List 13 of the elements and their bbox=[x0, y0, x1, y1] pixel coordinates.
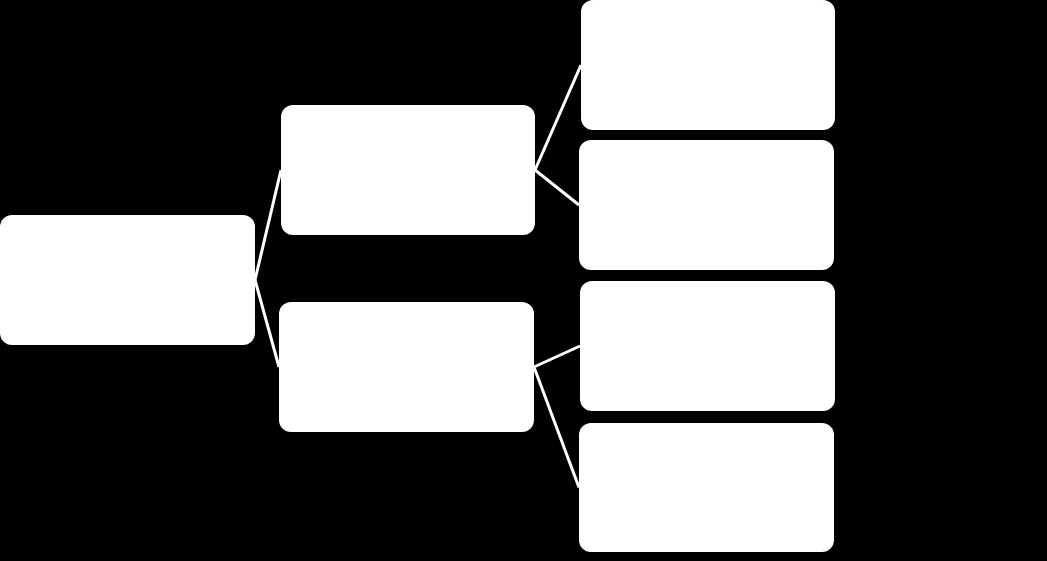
connector-line bbox=[532, 366, 581, 489]
box-node bbox=[281, 105, 535, 235]
box-node bbox=[580, 281, 835, 411]
connector-line bbox=[533, 64, 583, 171]
connector-line bbox=[253, 169, 283, 281]
box-node bbox=[579, 140, 834, 270]
box-node bbox=[279, 302, 534, 432]
box-node bbox=[581, 0, 835, 130]
connector-line bbox=[533, 344, 581, 369]
connector-line bbox=[253, 279, 281, 368]
box-node bbox=[0, 215, 255, 345]
box-node bbox=[579, 423, 834, 552]
connector-line bbox=[534, 168, 580, 207]
